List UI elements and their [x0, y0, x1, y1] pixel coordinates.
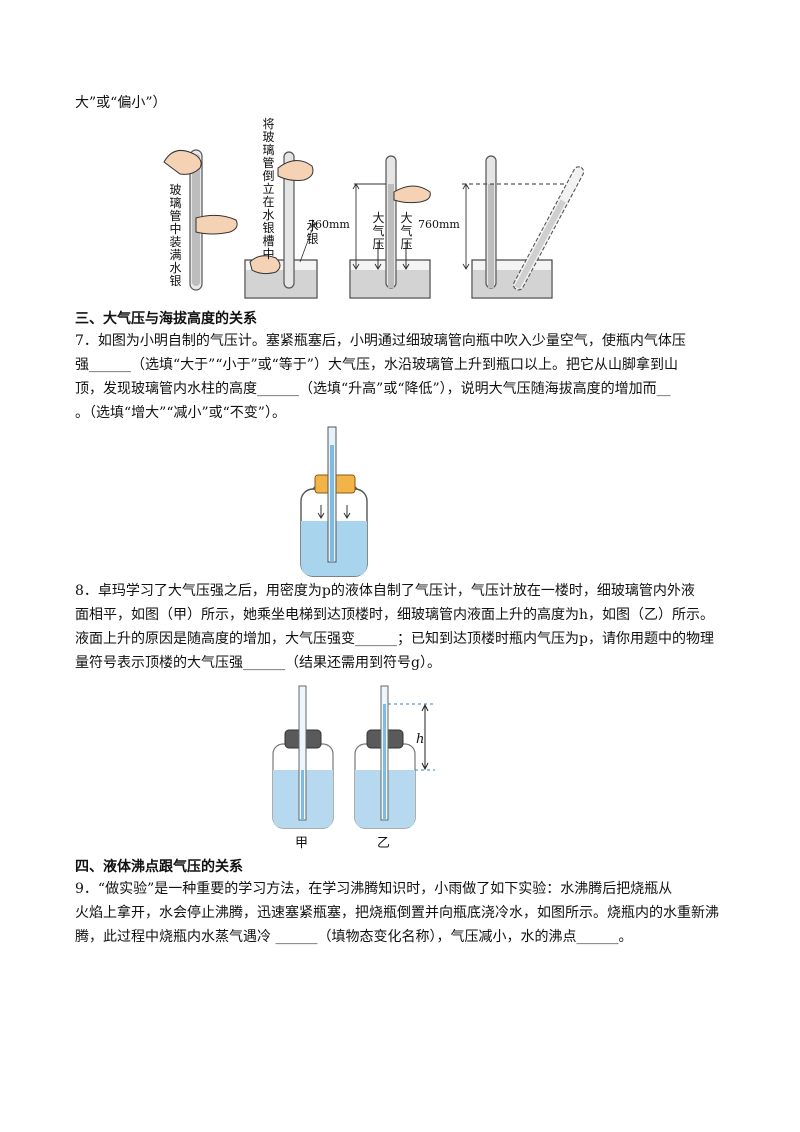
panel-760-tilted	[462, 155, 585, 299]
barometer-pair-illustration	[272, 685, 435, 829]
barometer-jia	[272, 685, 334, 829]
q9-line3: 腾，此过程中烧瓶内水蒸气遇冷 ______（填物态变化名称），气压减小，水的沸点…	[75, 929, 633, 945]
q7-line4: 。（选填“增大”“减小”或“不变”）。	[75, 405, 286, 421]
label-yi: 乙	[377, 836, 391, 851]
q7-line2: 强______（选填“大于”“小于”或“等于”）大气压，水沿玻璃管上升到瓶口以上…	[75, 357, 678, 373]
label-tube-filled: 玻璃管中装满水银	[169, 183, 182, 288]
label-jia: 甲	[295, 836, 309, 851]
panel-760-vertical	[349, 155, 431, 299]
panel-invert	[244, 151, 318, 299]
q8-line3: 液面上升的原因是随高度的增加，大气压强变______；已知到达顶楼时瓶内气压为p…	[75, 631, 714, 647]
label-h: h	[416, 732, 425, 747]
barometer-yi	[354, 685, 435, 829]
label-atm-left: 大气压	[372, 211, 385, 251]
label-atm-right: 大气压	[400, 211, 413, 251]
torricelli-figure: 玻璃管中装满水银 将玻璃管倒立在水银槽中 水银 大气压 大气压 760mm 76…	[150, 112, 590, 302]
q8-line4: 量符号表示顶楼的大气压强______（结果还需用到符号g）。	[75, 655, 441, 671]
barometer-pair-figure: h 甲 乙	[265, 682, 465, 852]
section3-heading: 三、大气压与海拔高度的关系	[75, 311, 257, 327]
q9-line1: 9．“做实验”是一种重要的学习方法，在学习沸腾知识时，小雨做了如下实验：水沸腾后…	[75, 881, 673, 897]
label-mercury: 水银	[306, 219, 319, 246]
q9-line2: 火焰上拿开，水会停止沸腾，迅速塞紧瓶塞，把烧瓶倒置并向瓶底浇冷水，如图所示。烧瓶…	[75, 905, 719, 921]
label-invert: 将玻璃管倒立在水银槽中	[262, 117, 275, 261]
torricelli-illustration	[163, 149, 585, 299]
q7-line1: 7．如图为小明自制的气压计。塞紧瓶塞后，小明通过细玻璃管向瓶中吹入少量空气，使瓶…	[75, 333, 686, 349]
q7-line3: 顶，发现玻璃管内水柱的高度______（选填“升高”或“降低”），说明大气压随海…	[75, 381, 671, 397]
barometer-figure	[295, 425, 375, 580]
label-760mm-a: 760mm	[308, 218, 350, 231]
section4-heading: 四、液体沸点跟气压的关系	[75, 859, 243, 875]
q8-line2: 面相平，如图（甲）所示，她乘坐电梯到达顶楼时，细玻璃管内液面上升的高度为h，如图…	[75, 607, 715, 623]
label-760mm-b: 760mm	[418, 218, 460, 231]
panel-tube-filled	[163, 149, 238, 291]
q8-line1: 8．卓玛学习了大气压强之后，用密度为p的液体自制了气压计，气压计放在一楼时，细玻…	[75, 583, 695, 599]
barometer-illustration	[300, 426, 368, 577]
top-line: 大”或“偏小”）	[75, 95, 167, 111]
